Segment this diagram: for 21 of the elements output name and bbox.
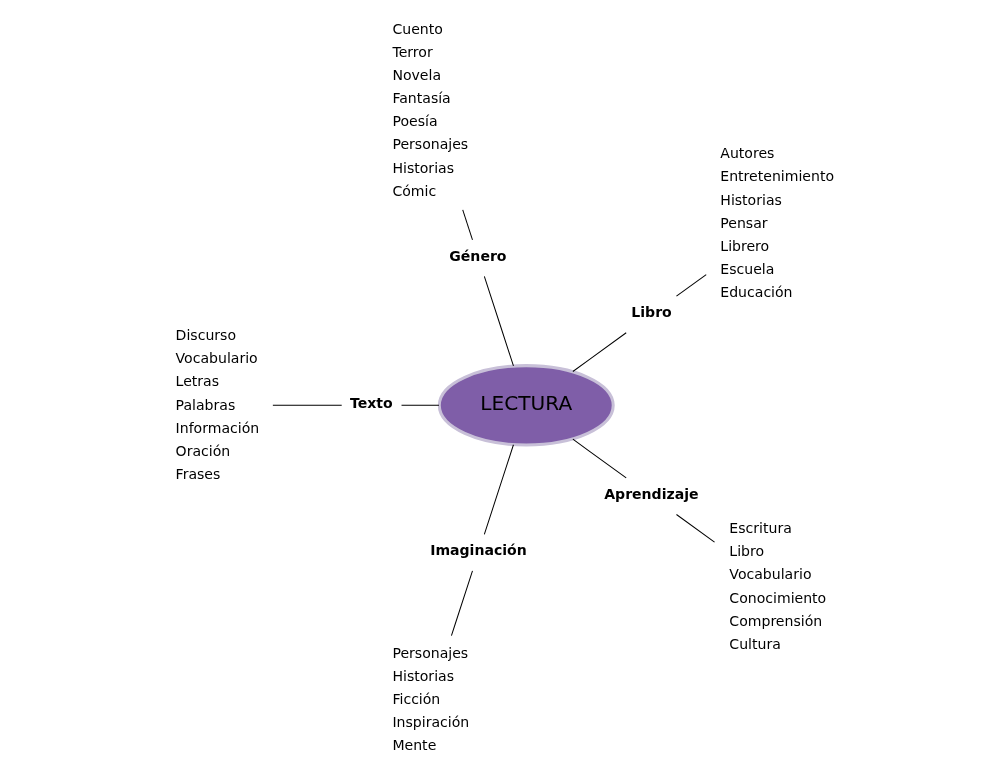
connector <box>572 332 627 372</box>
node-text: Imaginación <box>430 542 527 559</box>
connector <box>572 438 627 479</box>
connector <box>483 444 514 535</box>
node-text: Cuento Terror Novela Fantasía Poesía Personajes Historias Cómic <box>392 20 469 199</box>
node-text: Personajes Historias Ficción Inspiración Mente <box>392 644 470 754</box>
node-text: Texto <box>349 395 393 412</box>
connector <box>450 570 473 637</box>
node-text: Género <box>449 247 507 264</box>
node-text: Escritura Libro Vocabulario Conocimiento Comprensión Cultura <box>729 520 827 652</box>
node-text: Autores Entretenimiento Historias Pensar Librero Escuela Educación <box>720 145 835 301</box>
connector <box>675 513 716 543</box>
node-text: Aprendizaje <box>604 486 699 502</box>
node-ellipse: LECTURA <box>437 364 615 447</box>
node-text: Discurso Vocabulario Letras Palabras Información Oración Frases <box>175 327 260 482</box>
connector <box>272 404 343 406</box>
connector <box>401 404 440 406</box>
connector <box>675 274 707 297</box>
node-text: Libro <box>631 304 672 321</box>
connector <box>483 275 514 367</box>
connector <box>462 209 473 241</box>
